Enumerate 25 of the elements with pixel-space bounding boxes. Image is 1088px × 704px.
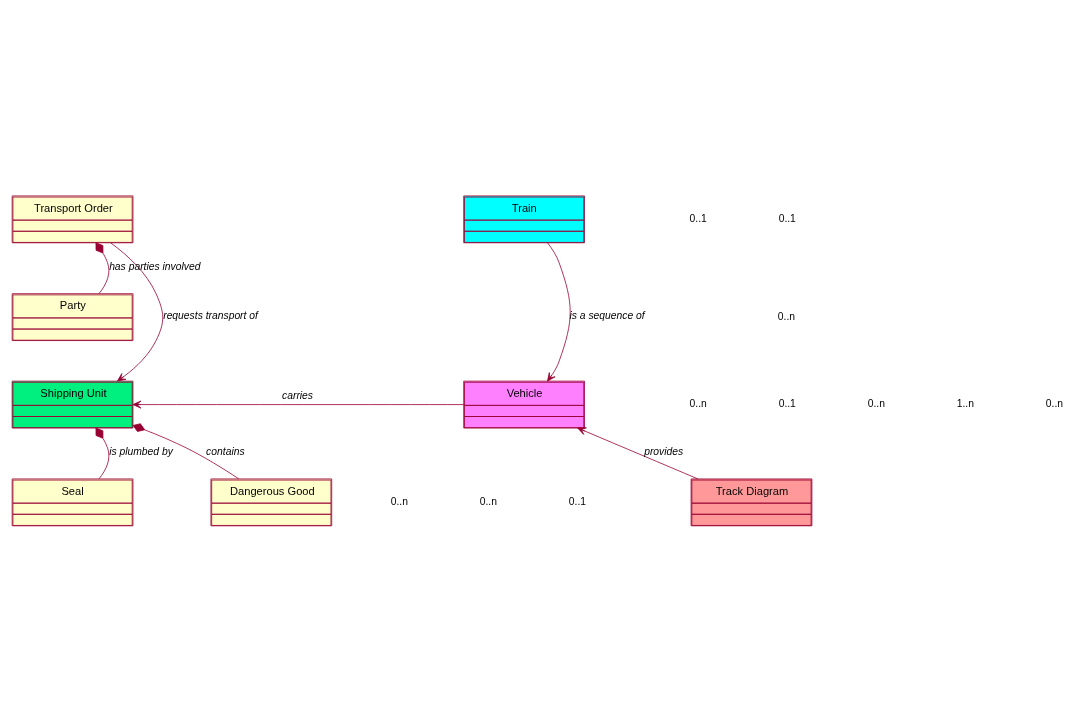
label: 0..n [777, 310, 796, 322]
label: 0..n [867, 398, 885, 410]
arrow [110, 242, 164, 382]
label: 0..1 [778, 398, 796, 410]
label: 0..1 [568, 496, 587, 508]
label: 1..n [956, 398, 974, 410]
connector [95, 242, 110, 294]
label: 0..n [689, 398, 707, 410]
label: 0..1 [689, 213, 707, 225]
edge-label: carries [282, 389, 314, 401]
edge-label: has parties involved [109, 261, 201, 273]
label: 0..n [1045, 398, 1064, 410]
edge-label: is plumbed by [109, 446, 173, 458]
connector [132, 423, 240, 480]
label: 0..n [479, 496, 497, 508]
arrow [577, 427, 699, 480]
label: 0..1 [778, 213, 796, 225]
edge-label: provides [644, 446, 684, 458]
connector [95, 427, 110, 480]
label: 0..n [390, 496, 408, 508]
edge-label: contains [206, 446, 245, 458]
arrow [132, 400, 465, 409]
edge-label: is a sequence of [569, 310, 645, 322]
arrow [547, 242, 571, 382]
edge-label: requests transport of [163, 310, 258, 322]
